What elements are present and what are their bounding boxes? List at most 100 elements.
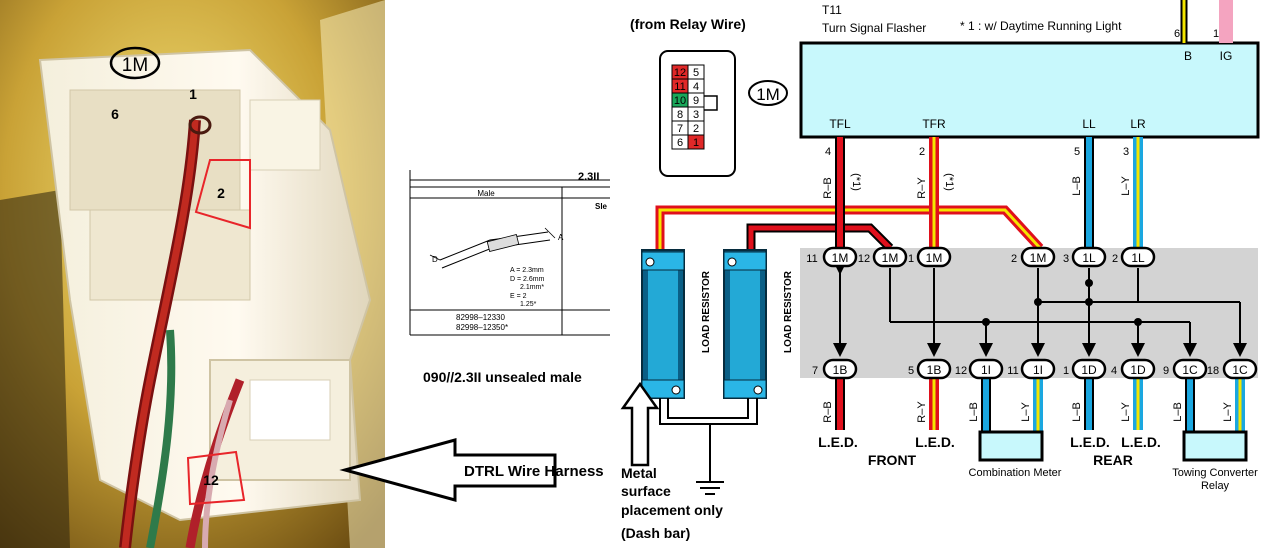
terminal-tfr-label: TFR xyxy=(922,117,946,131)
connector-pin-number: 3 xyxy=(693,109,699,121)
load-resistor-right-label: LOAD RESISTOR xyxy=(783,270,794,353)
svg-text:L–Y: L–Y xyxy=(1020,402,1032,422)
svg-text:1M: 1M xyxy=(832,251,849,265)
connector-pin-number: 11 xyxy=(674,81,685,93)
svg-text:1L: 1L xyxy=(1131,251,1145,265)
junction-top-connector-6: 1L 2 xyxy=(1112,246,1156,268)
svg-text:5: 5 xyxy=(908,365,914,377)
pin-12-marker xyxy=(186,450,246,506)
resistor-feed-wires xyxy=(655,205,1044,262)
photo-pin-6: 6 xyxy=(111,106,119,122)
svg-text:1M: 1M xyxy=(926,251,943,265)
svg-text:1: 1 xyxy=(1213,28,1219,40)
flasher-note: * 1 : w/ Daytime Running Light xyxy=(960,19,1122,33)
connector-pin-cell xyxy=(687,134,705,150)
load-resistor-left: LOAD RESISTOR xyxy=(641,249,712,399)
svg-text:1I: 1I xyxy=(981,363,991,377)
svg-text:2: 2 xyxy=(1011,253,1017,265)
junction-bottom-connector-3: 1I 12 L–B xyxy=(955,358,1004,432)
connector-pin-number: 4 xyxy=(693,81,699,93)
connector-pin-number: 5 xyxy=(693,67,699,79)
svg-text:9: 9 xyxy=(1163,365,1169,377)
svg-text:1I: 1I xyxy=(1033,363,1043,377)
svg-text:1B: 1B xyxy=(833,363,848,377)
flasher-code: T11 xyxy=(822,3,842,17)
terminal-tfl-note: (*1) xyxy=(850,173,862,191)
svg-text:11: 11 xyxy=(1007,365,1018,377)
svg-text:1C: 1C xyxy=(1232,363,1248,377)
connector-pin-number: 9 xyxy=(693,95,699,107)
svg-text:B: B xyxy=(1184,49,1192,63)
junction-dots xyxy=(982,279,1142,326)
towing-relay-label-2: Relay xyxy=(1201,480,1230,492)
svg-text:IG: IG xyxy=(1220,49,1233,63)
svg-text:1C: 1C xyxy=(1182,363,1198,377)
terminal-tfr-pin: 2 xyxy=(919,146,925,158)
junction-bottom-connector-5: 1D 1 L–B xyxy=(1063,358,1107,430)
svg-text:1D: 1D xyxy=(1081,363,1097,377)
photo-pin-1: 1 xyxy=(189,86,197,102)
junction-top-connector-5: 1L 3 xyxy=(1063,246,1107,268)
connector-photo-drawing: 1M 6 1 2 12 xyxy=(0,0,385,548)
svg-text:2: 2 xyxy=(1112,253,1118,265)
connector-pin-number: 1 xyxy=(693,137,699,149)
plug-badge-label: 1M xyxy=(122,55,148,76)
junction-top-connector-1: 1M 11 xyxy=(806,246,858,268)
junction-top-connector-4: 1M 2 xyxy=(1011,246,1056,268)
junction-bottom-connector-7: 1C 9 L–B xyxy=(1163,358,1208,432)
svg-text:L–B: L–B xyxy=(968,402,980,422)
combination-meter-label: Combination Meter xyxy=(969,467,1062,479)
junction-top-connector-3: 1M 1 xyxy=(908,246,952,268)
placement-note-4: (Dash bar) xyxy=(621,525,690,541)
flasher-top-pin-b: 6 B xyxy=(1174,0,1192,63)
ground-wires xyxy=(659,398,758,495)
photo-pin-12: 12 xyxy=(203,472,219,488)
output-front-label: FRONT xyxy=(868,452,917,468)
connector-pin-number: 12 xyxy=(674,67,686,79)
svg-text:18: 18 xyxy=(1207,365,1219,377)
combination-meter-box xyxy=(978,430,1044,462)
svg-text:12: 12 xyxy=(858,253,870,265)
terminal-tfl-label: TFL xyxy=(829,117,851,131)
svg-text:11: 11 xyxy=(806,253,817,265)
svg-text:12: 12 xyxy=(955,365,967,377)
terminal-ll-label: LL xyxy=(1082,117,1096,131)
placement-note-2: surface xyxy=(621,483,671,499)
terminal-lr-pin: 3 xyxy=(1123,146,1129,158)
junction-bottom-connector-2: 1B 5 R–Y xyxy=(908,358,952,430)
placement-arrow xyxy=(620,381,660,467)
towing-relay-box xyxy=(1182,430,1248,462)
svg-text:L–Y: L–Y xyxy=(1120,402,1132,422)
terminal-lr-wire: L–Y xyxy=(1120,176,1132,196)
plug-badge-ring xyxy=(109,46,161,80)
terminal-tfr-note: (*1) xyxy=(943,173,955,191)
placement-note-3: placement only xyxy=(621,502,723,518)
svg-text:6: 6 xyxy=(1174,28,1180,40)
placement-note-1: Metal xyxy=(621,465,657,481)
connector-view-badge-ring xyxy=(748,80,788,106)
pin-2-marker xyxy=(194,159,251,230)
connector-pin-number: 7 xyxy=(677,123,683,135)
junction-bottom-connector-4: 1I 11 L–Y xyxy=(1007,358,1056,432)
terminal-tfr-wire: R–Y xyxy=(916,177,928,199)
connector-pin-number: 8 xyxy=(677,109,683,121)
junction-bottom-connector-8: 1C 18 L–Y xyxy=(1207,358,1258,432)
junction-bottom-connector-6: 1D 4 L–Y xyxy=(1111,358,1156,430)
load-resistor-left-label: LOAD RESISTOR xyxy=(701,270,712,353)
photo-pin-2: 2 xyxy=(217,185,225,201)
output-led-front-left: L.E.D. xyxy=(818,434,858,450)
connector-view-badge: 1M xyxy=(756,85,780,104)
svg-text:4: 4 xyxy=(1111,365,1117,377)
connector-pin-number: 2 xyxy=(693,123,699,135)
load-resistor-right: LOAD RESISTOR xyxy=(723,249,794,399)
svg-text:L–Y: L–Y xyxy=(1222,402,1234,422)
output-led-rear-left: L.E.D. xyxy=(1070,434,1110,450)
flasher-box xyxy=(799,41,1260,139)
svg-text:1: 1 xyxy=(908,253,914,265)
svg-text:1M: 1M xyxy=(1030,251,1047,265)
svg-text:3: 3 xyxy=(1063,253,1069,265)
junction-top-connector-2: 1M 12 xyxy=(858,246,908,268)
terminal-ll-pin: 5 xyxy=(1074,146,1080,158)
